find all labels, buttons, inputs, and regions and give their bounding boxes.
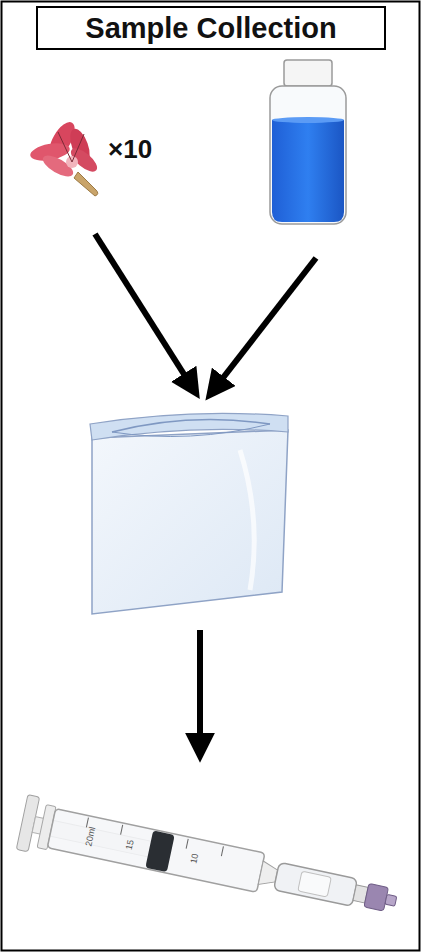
- quantity-label: ×10: [108, 134, 152, 165]
- bottle-icon: [270, 60, 346, 224]
- diagram-title: Sample Collection: [85, 12, 336, 45]
- scale-marking: 20ml: [83, 826, 97, 847]
- flow-arrow: [212, 258, 316, 392]
- flow-arrow: [95, 234, 194, 390]
- flower-icon: [29, 118, 101, 196]
- scale-marking: 15: [124, 839, 136, 851]
- scale-marking: 10: [188, 853, 200, 865]
- title-box: Sample Collection: [36, 6, 386, 50]
- flow-arrow: [197, 630, 203, 752]
- zip-bag-icon: [90, 413, 288, 614]
- syringe-icon: [16, 795, 401, 929]
